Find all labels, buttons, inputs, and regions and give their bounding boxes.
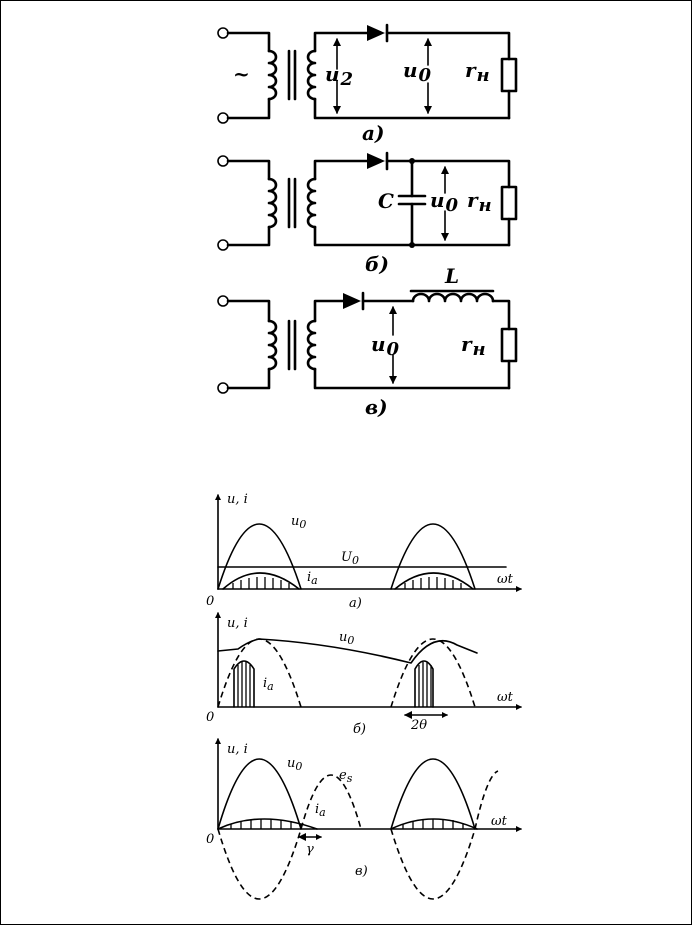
input-terminal-top	[217, 27, 229, 39]
u0-curve-1	[217, 758, 302, 830]
ia-pulse-1	[222, 572, 300, 590]
graph-a-caption: а)	[349, 596, 362, 611]
wt-label: ωt	[497, 690, 514, 705]
u0-curve-2	[390, 758, 476, 830]
gamma-label: γ	[306, 842, 314, 857]
origin-label: 0	[206, 710, 214, 725]
input-terminal-top	[217, 295, 229, 307]
capacitor-label: C	[378, 189, 394, 213]
u2-label: u2	[325, 62, 353, 90]
u0-label: u0	[430, 188, 459, 216]
u0-curve	[217, 638, 478, 664]
graph-b: u, i 0 ωt u0 ia 2θ б)	[206, 612, 522, 737]
input-terminal-bottom	[217, 239, 229, 251]
circuit-b: C u0 rн б)	[217, 151, 518, 276]
es-label: es	[339, 768, 353, 785]
ia-pulse-1	[233, 660, 255, 708]
wt-label: ωt	[497, 572, 514, 587]
load-label: rн	[465, 58, 490, 86]
graph-a: u, i 0 ωt u0 U0 ia а)	[206, 492, 522, 611]
primary-coil	[267, 319, 278, 371]
ia-hatching	[230, 819, 464, 829]
load-label: rн	[467, 188, 492, 216]
ia-label: ia	[315, 802, 326, 819]
axis-label: u, i	[227, 616, 248, 631]
ia-pulse-2	[414, 660, 434, 708]
secondary-coil	[306, 319, 317, 371]
input-terminal-bottom	[217, 382, 229, 394]
origin-label: 0	[206, 832, 214, 847]
wire	[385, 31, 511, 61]
input-terminal-bottom	[217, 112, 229, 124]
u0-label: u0	[291, 514, 306, 531]
input-terminal-top	[217, 155, 229, 167]
wire	[226, 97, 271, 120]
load-label: rн	[461, 332, 486, 360]
inductor-label: L	[444, 264, 459, 288]
secondary-coil	[306, 177, 317, 229]
load-resistor	[500, 185, 518, 221]
u0-label: u0	[339, 630, 354, 647]
diode	[367, 25, 385, 41]
load-resistor	[500, 327, 518, 363]
u0-curve-1	[217, 523, 302, 590]
graph-b-caption: б)	[353, 722, 366, 737]
ac-symbol: ~	[233, 62, 250, 86]
origin-label: 0	[206, 594, 214, 609]
primary-coil	[267, 49, 278, 101]
ia-label: ia	[307, 570, 318, 587]
wire	[313, 97, 511, 120]
ia-pulse-1	[217, 818, 318, 830]
circuit-b-caption: б)	[365, 252, 389, 276]
es-wave-1	[217, 774, 362, 900]
ia-hatching	[232, 577, 462, 589]
circuit-a: ~ u2 u0 rн а)	[217, 23, 518, 145]
source-wave-2	[390, 638, 476, 708]
wire	[226, 31, 271, 53]
secondary-coil	[306, 49, 317, 101]
circuit-a-caption: а)	[362, 121, 384, 145]
wt-label: ωt	[491, 814, 508, 829]
u0-label: u0	[371, 332, 400, 360]
circuit-c: L u0 rн в)	[217, 264, 518, 419]
axis-label: u, i	[227, 742, 248, 757]
graph-c-caption: в)	[355, 864, 368, 879]
es-wave-2	[390, 770, 499, 900]
ia-label: ia	[263, 676, 274, 693]
u0-label: u0	[287, 756, 302, 773]
primary-coil	[267, 177, 278, 229]
graph-c: u, i 0 ωt u0 es ia γ в)	[206, 738, 522, 900]
wire	[313, 31, 369, 53]
axis-label: u, i	[227, 492, 248, 507]
circuit-c-caption: в)	[365, 395, 388, 419]
U0-label: U0	[341, 550, 359, 567]
ia-hatching	[237, 662, 432, 707]
ia-pulse-2	[390, 818, 478, 830]
diode	[343, 293, 361, 309]
theta-label: 2θ	[410, 718, 427, 733]
load-resistor	[500, 57, 518, 93]
diode	[367, 153, 385, 169]
inductor	[411, 292, 495, 303]
u0-label: u0	[403, 58, 432, 86]
u0-curve-2	[390, 523, 476, 590]
ia-pulse-2	[394, 572, 474, 590]
